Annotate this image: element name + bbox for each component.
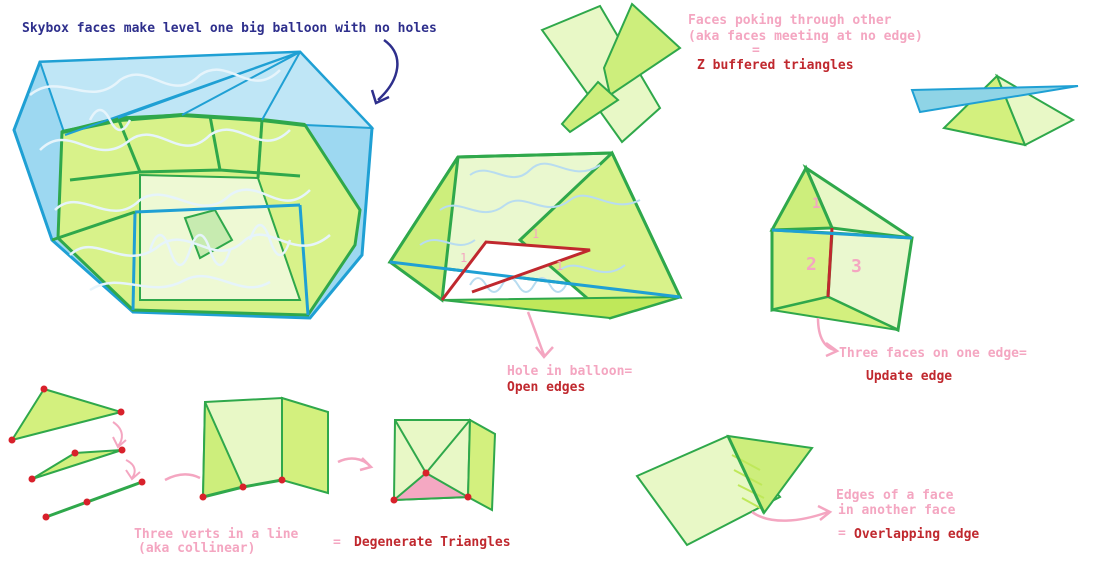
prism-front-edge	[389, 260, 681, 299]
poking-face-c	[560, 80, 620, 134]
hole-label: Hole in balloon=	[507, 364, 632, 379]
degen-tri-1	[9, 387, 125, 442]
prism-top-edge	[457, 151, 613, 159]
vertex-dot	[278, 476, 286, 484]
fan-line-2	[117, 51, 301, 119]
collinear-label-2: (aka collinear)	[138, 541, 255, 556]
hole-opening	[442, 242, 590, 300]
overlap-result: Overlapping edge	[854, 527, 979, 542]
inner-edge-4	[131, 211, 137, 311]
open-edge-red	[440, 240, 591, 301]
vertex-dot	[71, 449, 79, 457]
three-faces-label: Three faces on one edge=	[839, 346, 1027, 361]
overlap-pointer-arrow	[751, 504, 833, 522]
poking-result: Z buffered triangles	[697, 58, 854, 73]
inner-edge-7	[51, 210, 136, 242]
overlap-shared-edge	[726, 435, 766, 514]
skybox-label: Skybox faces make level one big balloon …	[22, 21, 437, 36]
degenerate-wall	[390, 418, 497, 512]
vertex-dot	[117, 408, 125, 416]
skybox-scribble-loops	[88, 108, 292, 267]
vertex-dot	[28, 475, 36, 483]
skybox-prism	[12, 50, 375, 320]
vertex-dot	[464, 493, 472, 501]
prism-scribble	[419, 162, 641, 293]
poking-faces	[540, 2, 682, 144]
face-number-1: 1	[812, 196, 820, 212]
vertex-dot	[138, 478, 146, 486]
hole-tick-1: 1	[460, 251, 467, 265]
hole-tick-2: 1	[532, 227, 539, 241]
cutting-plane	[910, 85, 1079, 114]
three-faces-result: Update edge	[866, 369, 952, 384]
degenerate-triangle-highlight	[391, 471, 472, 502]
vertex-dot	[42, 513, 50, 521]
overlap-label-1: Edges of a face	[836, 488, 954, 503]
wall-arrow-in	[164, 473, 201, 482]
inner-edge-3	[256, 119, 264, 179]
degen-tri-3	[45, 480, 143, 519]
inner-edge-2	[208, 115, 222, 171]
inner-edge-5	[134, 203, 301, 214]
collinear-equals: =	[333, 535, 341, 550]
overlap-label-2: in another face	[838, 503, 956, 518]
vertex-dot	[422, 469, 430, 477]
dwall-panel-right	[466, 418, 497, 512]
collinear-triangles	[8, 385, 146, 521]
wall-arrow-out	[337, 457, 374, 472]
face-number-3: 3	[851, 256, 862, 277]
skybox-arrowhead	[370, 89, 390, 105]
wall-panel-right	[281, 396, 329, 495]
collinear-arrow-2	[125, 459, 141, 481]
collinear-label-1: Three verts in a line	[134, 527, 299, 542]
vertex-dot	[239, 483, 247, 491]
prism-left-face	[387, 156, 460, 303]
dwall-diag-2	[425, 419, 471, 474]
tf-blue-edge	[771, 228, 913, 240]
folded-wall	[199, 396, 329, 501]
poking-label-1: Faces poking through other	[688, 13, 892, 28]
tf-left-face	[769, 164, 835, 232]
tf-bottom-face	[771, 295, 899, 331]
three-face-edge-prism: 1 2 3	[769, 163, 914, 333]
overlap-equals: =	[838, 526, 846, 541]
vertex-dot	[390, 496, 398, 504]
face-number-2: 2	[806, 254, 817, 275]
prism-bottom-face	[441, 296, 681, 320]
vertex-dot	[199, 493, 207, 501]
poking-equals: =	[752, 43, 760, 58]
vertex-dot	[8, 436, 16, 444]
collinear-result: Degenerate Triangles	[354, 535, 511, 550]
skybox-scribble	[29, 68, 331, 292]
poking-label-2: (aka faces meeting at no edge)	[688, 29, 923, 44]
fan-line-4	[261, 51, 301, 121]
inner-edge-6	[298, 204, 310, 316]
inner-edges-mid	[69, 168, 301, 182]
three-face-pointer-arrow	[816, 317, 840, 358]
fan-line-3	[181, 51, 301, 116]
vertex-dot	[118, 446, 126, 454]
inner-edge-1	[116, 117, 142, 173]
collinear-arrow-1	[112, 421, 127, 449]
pyramid-through-plane	[910, 73, 1079, 147]
hole-tick-3: 1	[556, 259, 563, 273]
open-edge-prism: 1 1 1	[387, 150, 683, 320]
dwall-diag	[394, 419, 427, 474]
degen-tri-2	[31, 449, 123, 480]
skybox-pointer-arrow	[377, 38, 399, 101]
vertex-dot	[40, 385, 48, 393]
tf-shared-edge	[826, 227, 834, 298]
overlapping-faces	[635, 434, 814, 547]
hole-pointer-arrow	[526, 311, 554, 359]
vertex-dot	[83, 498, 91, 506]
hole-result: Open edges	[507, 380, 585, 395]
